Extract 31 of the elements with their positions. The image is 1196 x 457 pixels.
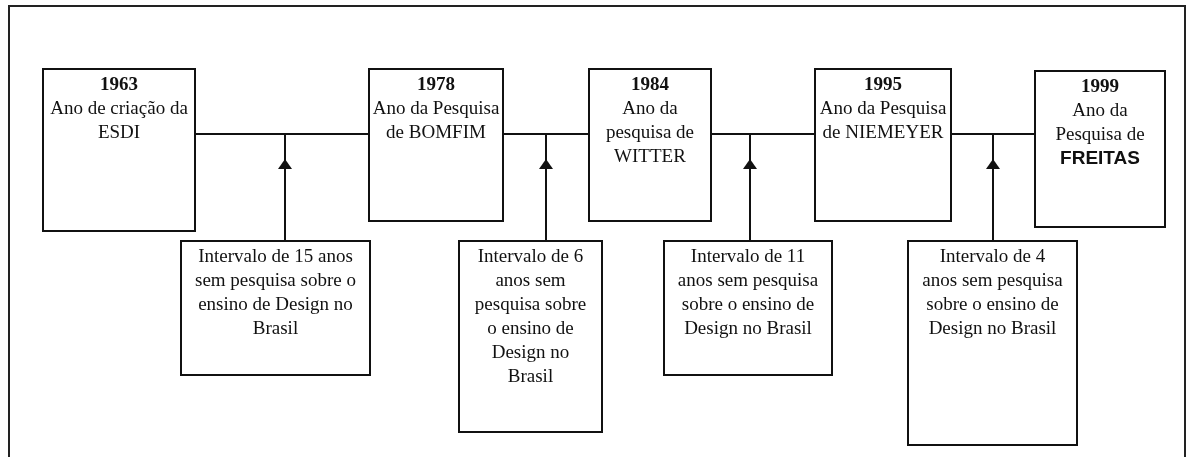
year-label: 1963 — [99, 72, 139, 96]
interval-box — [663, 240, 833, 376]
timeline-line — [503, 133, 589, 135]
year-box — [1034, 70, 1166, 228]
description-text: Ano de criação da ESDI — [49, 96, 189, 144]
interval-box — [907, 240, 1078, 446]
arrow — [278, 159, 292, 241]
timeline-line — [711, 133, 815, 135]
year-label: 1978 — [416, 72, 456, 96]
interval-box — [458, 240, 603, 433]
year-label: 1999 — [1080, 74, 1120, 98]
year-box — [368, 68, 504, 222]
arrow — [743, 159, 757, 241]
timeline-line — [195, 133, 369, 135]
year-box — [814, 68, 952, 222]
description-text: Ano da pesquisa de WITTER — [604, 96, 696, 168]
year-label: 1984 — [630, 72, 670, 96]
year-box — [42, 68, 196, 232]
arrow — [986, 159, 1000, 241]
year-box — [588, 68, 712, 222]
arrow — [539, 159, 553, 241]
timeline-line — [951, 133, 1035, 135]
year-label: 1995 — [863, 72, 903, 96]
description-text: Intervalo de 11 anos sem pesquisa sobre o ensino de Design no Brasil — [677, 244, 819, 340]
description-text: Intervalo de 4 anos sem pesquisa sobre o ensino de Design no Brasil — [921, 244, 1064, 340]
description-text: Ano da Pesquisa de BOMFIM — [372, 96, 500, 144]
description-text: Intervalo de 15 anos sem pesquisa sobre o ensino de Design no Brasil — [194, 244, 357, 340]
description-text: Intervalo de 6 anos sem pesquisa sobre o ensino de Design no Brasil — [473, 244, 588, 388]
interval-box — [180, 240, 371, 376]
description-text: Ano da Pesquisa de FREITAS — [1054, 98, 1146, 170]
description-text: Ano da Pesquisa de NIEMEYER — [818, 96, 948, 144]
